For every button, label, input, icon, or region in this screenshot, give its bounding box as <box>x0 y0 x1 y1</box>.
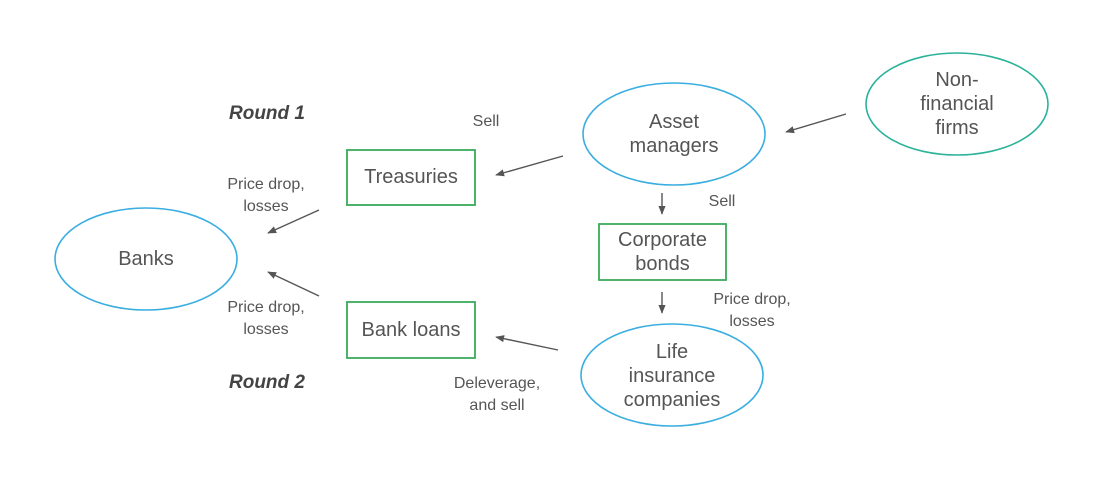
price-drop-label-upper: Price drop, losses <box>227 176 305 215</box>
non-financial-firms-node-label: Non- financial firms <box>920 69 994 139</box>
banks-node-label: Banks <box>118 248 174 270</box>
corporate-bonds-node-shape <box>598 223 727 281</box>
sell-label-top: Sell <box>472 113 500 130</box>
round-2-label: Round 2 <box>229 372 305 393</box>
arrow-treasuries-to-banks <box>267 209 320 234</box>
arrow-asset-managers-to-treasuries <box>495 155 564 177</box>
asset-managers-node-shape <box>582 82 766 186</box>
non-financial-firms-node-shape <box>865 52 1049 156</box>
bank-loans-node-shape <box>346 301 476 359</box>
price-drop-label-right: Price drop, losses <box>713 291 791 330</box>
price-drop-label-lower: Price drop, losses <box>227 299 305 338</box>
corporate-bonds-node-label: Corporate bonds <box>618 229 707 275</box>
arrow-life-insurance-to-bank-loans <box>495 335 559 351</box>
round-1-label: Round 1 <box>229 103 305 124</box>
arrow-firms-to-asset-managers <box>785 113 847 134</box>
bank-loans-node-label: Bank loans <box>361 319 461 341</box>
treasuries-node-shape <box>346 149 476 206</box>
arrow-bank-loans-to-banks <box>267 271 320 297</box>
asset-managers-node-label: Asset managers <box>629 111 719 157</box>
life-insurance-node-shape <box>580 323 764 427</box>
sell-label-mid: Sell <box>708 193 736 210</box>
deleverage-label: Deleverage, and sell <box>453 375 541 414</box>
treasuries-node-label: Treasuries <box>364 166 458 188</box>
banks-node-shape <box>54 207 238 311</box>
life-insurance-node-label: Life insurance companies <box>623 341 721 411</box>
